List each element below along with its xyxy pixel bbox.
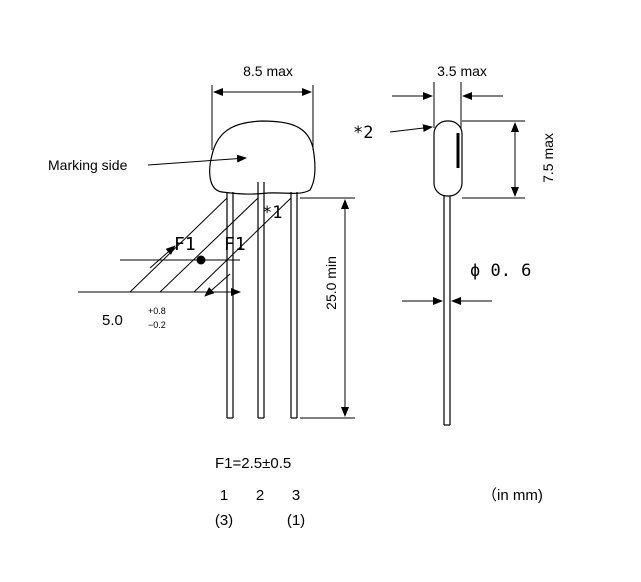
side-body — [433, 120, 463, 197]
thickness-dimension: 3.5 max — [392, 63, 503, 128]
lead-diameter-dimension: ϕ 0. 6 — [402, 261, 531, 305]
height-label: 7.5 max — [540, 133, 556, 183]
lead-3 — [290, 192, 298, 419]
notes: F1=2.5±0.5 1 2 3 (3) (1) （in mm) — [215, 455, 543, 529]
capacitor-body — [209, 120, 316, 195]
pitch-label-right: F1 — [224, 234, 246, 255]
pitch-formula: F1=2.5±0.5 — [215, 455, 291, 472]
pin-number-2: 2 — [256, 487, 264, 504]
note1-label: *1 — [262, 203, 282, 223]
pin-number-1: 1 — [220, 487, 228, 504]
lead-length-label: 25.0 min — [323, 256, 339, 310]
lead-2 — [257, 182, 265, 419]
spacing-value: 5.0 — [102, 312, 123, 329]
side-view: 3.5 max *2 7.5 max ϕ 0. 6 — [353, 63, 556, 426]
pitch-dimension: F1 F1 — [78, 197, 292, 297]
note2-label: *2 — [353, 123, 373, 143]
spacing-tol-plus: +0.8 — [148, 306, 166, 316]
marking-side-label: Marking side — [48, 157, 128, 173]
spacing-tol-minus: −0.2 — [148, 320, 166, 330]
lead-1 — [226, 192, 234, 419]
marking-side-callout: Marking side — [48, 154, 247, 173]
note1-callout: *1 — [262, 203, 282, 223]
units-label: （in mm) — [482, 487, 543, 504]
front-view: 8.5 max Marking side *1 F1 F1 — [48, 63, 355, 419]
note2-callout: *2 — [353, 123, 433, 143]
pitch-label-left: F1 — [174, 234, 196, 255]
lead-diameter-label: ϕ 0. 6 — [470, 261, 531, 281]
thickness-label: 3.5 max — [437, 63, 487, 79]
side-lead — [443, 196, 451, 426]
pin-number-3: 3 — [292, 487, 300, 504]
width-dimension: 8.5 max — [211, 63, 314, 150]
lead-length-dimension: 25.0 min — [300, 197, 355, 419]
alt-pin-number-3: (1) — [287, 512, 305, 529]
spacing-dimension: 5.0 +0.8 −0.2 — [102, 306, 166, 330]
alt-pin-number-1: (3) — [215, 512, 233, 529]
width-label: 8.5 max — [243, 63, 293, 79]
height-dimension: 7.5 max — [462, 120, 556, 199]
pitch-center-dot — [196, 255, 206, 265]
